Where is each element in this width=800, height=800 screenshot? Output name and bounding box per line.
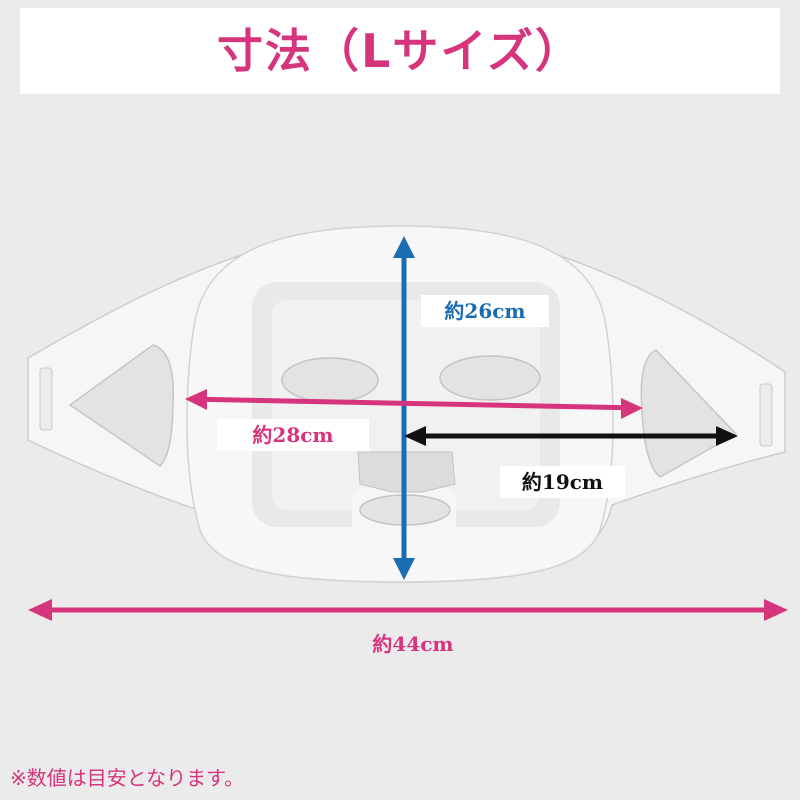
total-width-label: 約44cm	[372, 632, 454, 656]
height-label: 約26cm	[421, 295, 549, 327]
face-width-arrow	[185, 389, 643, 419]
right-strap-hole	[640, 349, 738, 478]
height-arrow	[393, 236, 415, 580]
page-title: 寸法（Lサイズ）	[217, 24, 583, 78]
face-width-label: 約28cm	[217, 419, 369, 451]
left-strap-hole	[68, 344, 175, 467]
right-strap-slot	[759, 383, 773, 447]
disclaimer-note: ※数値は目安となります。	[10, 766, 245, 790]
total-width-arrow	[28, 599, 788, 621]
left-strap-slot	[39, 367, 53, 431]
left-eye-hole	[281, 357, 379, 403]
right-eye-hole	[439, 355, 541, 401]
half-width-arrow	[404, 426, 738, 446]
title-banner: 寸法（Lサイズ）	[20, 8, 780, 94]
half-width-label: 約19cm	[500, 466, 625, 498]
